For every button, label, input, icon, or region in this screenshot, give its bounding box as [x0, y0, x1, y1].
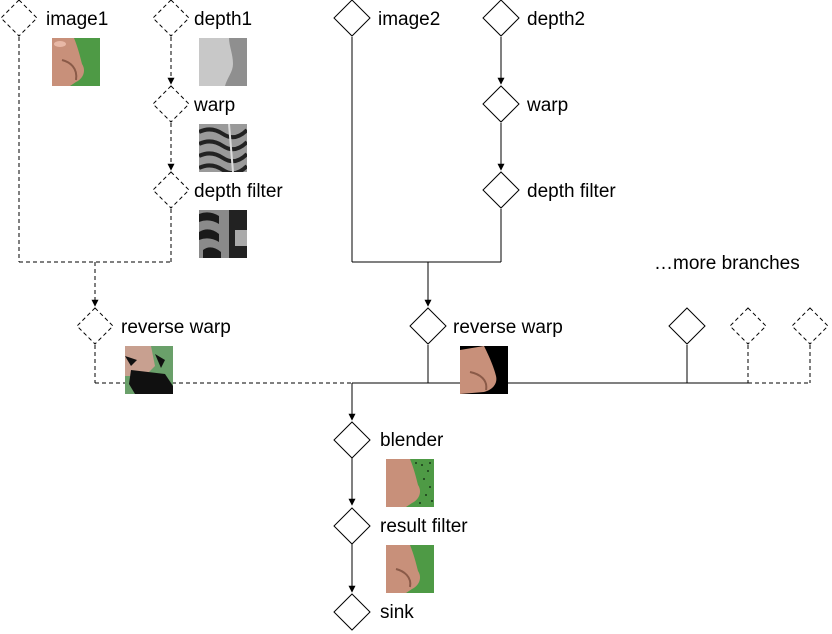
warp1-node[interactable] [152, 85, 190, 123]
depth2-node[interactable] [482, 0, 520, 37]
depth-filter1-thumbnail [199, 210, 247, 258]
depth1-label: depth1 [194, 9, 252, 30]
branch5-node[interactable] [791, 307, 829, 345]
reverse-warp1-label: reverse warp [121, 317, 231, 338]
sink-label: sink [380, 602, 414, 623]
image1-thumbnail [52, 38, 100, 86]
depth1-node[interactable] [152, 0, 190, 37]
blender-thumbnail [386, 459, 434, 507]
depth-filter2-node[interactable] [482, 171, 520, 209]
result-filter-node[interactable] [333, 507, 371, 545]
image1-label: image1 [46, 9, 108, 30]
branch4-node[interactable] [729, 307, 767, 345]
warp2-label: warp [526, 95, 568, 116]
warp1-label: warp [193, 95, 235, 116]
depth-filter2-label: depth filter [527, 181, 616, 202]
reverse-warp2-label: reverse warp [453, 317, 563, 338]
depth-filter1-label: depth filter [194, 181, 283, 202]
blender-label: blender [380, 430, 444, 451]
more-branches-label: …more branches [654, 253, 800, 274]
branch3-node[interactable] [668, 307, 706, 345]
image1-node[interactable] [0, 0, 38, 37]
reverse-warp1-node[interactable] [76, 307, 114, 345]
warp1-thumbnail [199, 124, 247, 172]
result-filter-label: result filter [380, 516, 468, 537]
depth-filter1-node[interactable] [152, 171, 190, 209]
sink-node[interactable] [333, 593, 371, 631]
result-filter-thumbnail [386, 545, 434, 593]
depth1-thumbnail [199, 38, 247, 86]
depth2-label: depth2 [527, 9, 585, 30]
image2-node[interactable] [333, 0, 371, 37]
image2-label: image2 [378, 9, 440, 30]
warp2-node[interactable] [482, 85, 520, 123]
blender-node[interactable] [333, 421, 371, 459]
reverse-warp2-thumbnail [460, 346, 508, 394]
reverse-warp1-thumbnail [125, 346, 173, 394]
reverse-warp2-node[interactable] [409, 307, 447, 345]
